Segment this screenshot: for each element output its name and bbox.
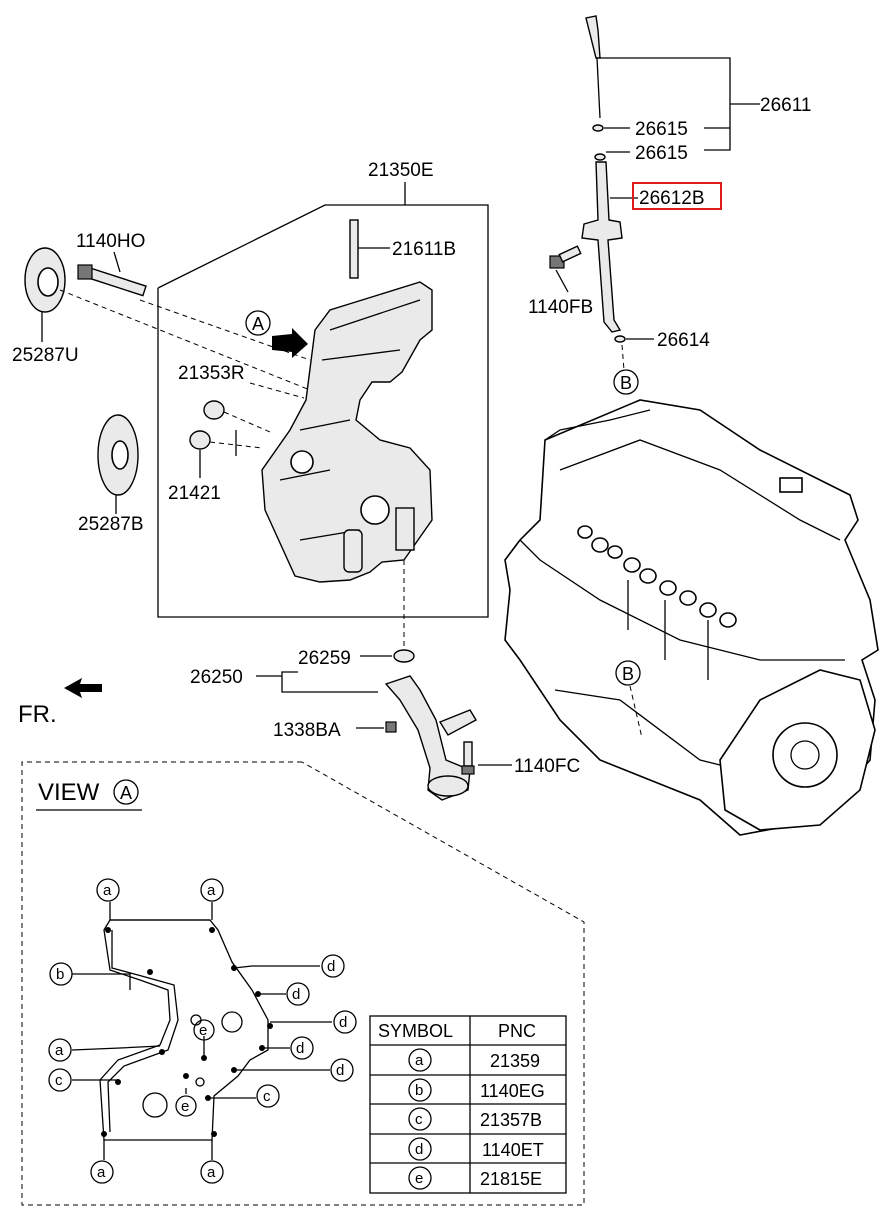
table-row-symbol: e bbox=[415, 1170, 423, 1187]
bolt-1140fb bbox=[549, 245, 582, 269]
marker-d4 bbox=[290, 1036, 314, 1060]
marker-d3 bbox=[333, 1010, 357, 1034]
label-1140ho: 1140HO bbox=[76, 231, 145, 252]
table-row-symbol: d bbox=[415, 1141, 423, 1158]
label-21421: 21421 bbox=[168, 483, 221, 504]
o-ring-26614 bbox=[614, 335, 626, 343]
marker-d4-text: d bbox=[296, 1040, 304, 1057]
marker-a-bottom-right bbox=[200, 1160, 224, 1184]
marker-a-top-left bbox=[96, 878, 120, 902]
marker-d5 bbox=[330, 1058, 354, 1082]
marker-e1-text: e bbox=[199, 1022, 207, 1039]
front-arrow-icon bbox=[64, 678, 102, 698]
marker-a-bottom-right-text: a bbox=[207, 1164, 216, 1181]
marker-a-top-left-text: a bbox=[103, 882, 112, 899]
o-ring-lower bbox=[594, 153, 606, 161]
ref-a: A bbox=[252, 314, 264, 334]
seal-21421 bbox=[189, 430, 211, 450]
label-26615-lower: 26615 bbox=[635, 143, 688, 164]
highlight-box-26612b bbox=[632, 182, 722, 210]
label-26614: 26614 bbox=[657, 330, 710, 351]
table-row-pnc: 21357B bbox=[480, 1110, 542, 1130]
table-header-pnc: PNC bbox=[498, 1021, 536, 1041]
marker-d1-text: d bbox=[327, 958, 335, 975]
table-row-symbol: c bbox=[415, 1111, 423, 1128]
gasket-26259 bbox=[393, 649, 415, 663]
oil-strainer-pipe bbox=[384, 675, 471, 801]
view-a-inset: VIEW A bbox=[21, 761, 585, 1206]
front-direction-indicator: FR. bbox=[18, 678, 102, 728]
stud-21611b bbox=[349, 219, 359, 279]
marker-a-bottom-left bbox=[90, 1160, 114, 1184]
view-ref: A bbox=[120, 783, 132, 803]
cover-outline bbox=[99, 919, 269, 1141]
marker-b bbox=[49, 962, 73, 986]
marker-b-text: b bbox=[56, 966, 64, 983]
marker-e2-text: e bbox=[181, 1098, 189, 1115]
label-21611b: 21611B bbox=[392, 239, 456, 260]
view-markers: a a b d d d d d e e a c c bbox=[48, 878, 357, 1184]
table-row-pnc: 21815E bbox=[480, 1169, 542, 1189]
oil-pickup-group: 26259 26250 1140FC 1338BA bbox=[190, 560, 580, 801]
marker-e2 bbox=[175, 1095, 197, 1117]
view-ref-circle bbox=[113, 779, 139, 805]
symbol-table: SYMBOL PNC a 21359 b 1140EG c 21357B d 1… bbox=[369, 1015, 567, 1194]
marker-c-left bbox=[48, 1068, 72, 1092]
timing-cover bbox=[261, 281, 433, 583]
nut-1338ba bbox=[385, 721, 397, 733]
bolt-1140fc bbox=[463, 741, 473, 767]
marker-d2-text: d bbox=[292, 986, 300, 1003]
marker-e1 bbox=[193, 1019, 215, 1041]
label-26250: 26250 bbox=[190, 667, 243, 688]
marker-d5-text: d bbox=[336, 1062, 344, 1079]
dipstick-guide-tube bbox=[581, 161, 623, 333]
marker-a-top-right-text: a bbox=[207, 882, 216, 899]
table-row-pnc: 1140ET bbox=[482, 1140, 544, 1160]
marker-c-left-text: c bbox=[55, 1072, 63, 1089]
engine-block: B bbox=[504, 399, 879, 836]
ref-b-engine: B bbox=[622, 664, 634, 684]
label-26611: 26611 bbox=[760, 95, 811, 116]
label-25287u: 25287U bbox=[12, 345, 79, 366]
table-row-pnc: 1140EG bbox=[480, 1081, 545, 1101]
o-ring-upper bbox=[592, 124, 604, 132]
marker-c-right-text: c bbox=[263, 1088, 271, 1105]
marker-leaders bbox=[71, 902, 332, 1160]
table-row-symbol: b bbox=[415, 1082, 423, 1099]
marker-a-left bbox=[48, 1038, 72, 1062]
marker-a-bottom-left-text: a bbox=[97, 1164, 106, 1181]
label-1140fc: 1140FC bbox=[514, 756, 580, 777]
view-title: VIEW bbox=[38, 779, 100, 806]
label-fr: FR. bbox=[18, 701, 57, 728]
dipstick-assembly: 26611 26615 26615 26612B 1140FB 26614 B bbox=[528, 15, 811, 395]
engine-port-row bbox=[577, 525, 737, 628]
label-1338ba: 1338BA bbox=[273, 720, 341, 741]
marker-a-left-text: a bbox=[55, 1042, 64, 1059]
marker-c-right bbox=[256, 1084, 280, 1108]
marker-d2 bbox=[286, 982, 310, 1006]
ref-circle-a bbox=[245, 310, 271, 336]
pulley-group: 1140HO 25287U 25287B bbox=[12, 231, 311, 535]
seal-21353r bbox=[203, 400, 225, 420]
table-row-symbol: a bbox=[415, 1052, 424, 1069]
table-row-pnc: 21359 bbox=[490, 1051, 540, 1071]
label-1140fb: 1140FB bbox=[528, 297, 593, 318]
table-header-symbol: SYMBOL bbox=[378, 1021, 453, 1041]
label-26259: 26259 bbox=[298, 648, 351, 669]
label-25287b: 25287B bbox=[78, 514, 144, 535]
ref-circle-b-top bbox=[613, 369, 639, 395]
marker-d3-text: d bbox=[339, 1014, 347, 1031]
label-26615-upper: 26615 bbox=[635, 119, 688, 140]
ref-b-top: B bbox=[620, 373, 632, 393]
label-21350e: 21350E bbox=[368, 160, 434, 181]
ref-circle-b-engine bbox=[615, 660, 641, 686]
label-26612b: 26612B bbox=[639, 188, 705, 209]
label-21353r: 21353R bbox=[178, 363, 245, 384]
timing-cover-group: 21350E 21611B A 21353R 21421 bbox=[157, 160, 489, 618]
marker-d1 bbox=[321, 954, 345, 978]
dipstick-handle bbox=[585, 15, 601, 59]
view-a-arrow bbox=[272, 328, 308, 358]
marker-a-top-right bbox=[200, 878, 224, 902]
